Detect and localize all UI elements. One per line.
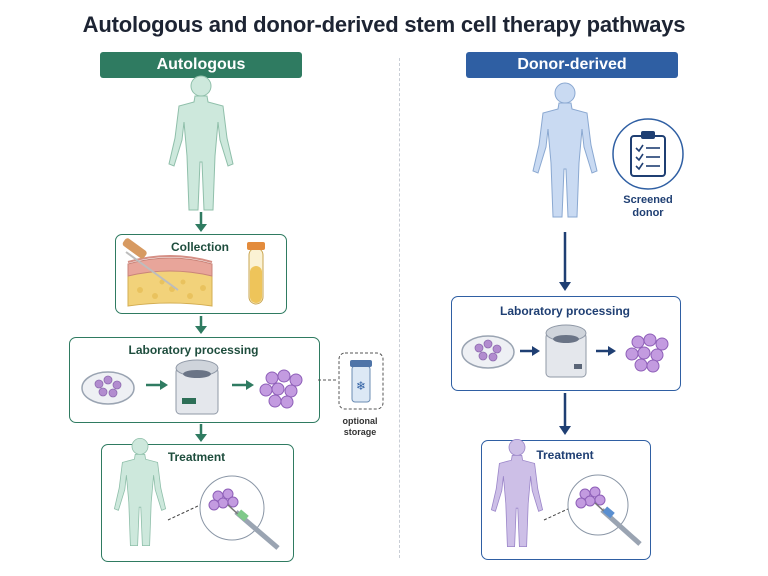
donor-injection-circle	[567, 474, 642, 546]
clipboard-icon	[612, 118, 684, 190]
donor-arrows	[559, 232, 571, 435]
screened-donor-label: Screened donor	[606, 194, 690, 220]
donor-treatment-label: Treatment	[536, 448, 594, 462]
diagram-title: Autologous and donor-derived stem cell t…	[82, 12, 686, 37]
autologous-header: Autologous	[100, 52, 302, 78]
svg-text:❄: ❄	[356, 379, 366, 393]
collection-tube-icon	[247, 242, 265, 305]
screened-line-2: donor	[632, 207, 664, 219]
cryo-vial-icon: ❄	[338, 352, 384, 410]
donor-treatment-patient	[490, 438, 543, 547]
column-divider	[399, 58, 400, 558]
optional-storage-label: optional storage	[330, 416, 390, 438]
autologous-treatment-patient	[114, 437, 167, 546]
collection-syringe-icon	[122, 238, 179, 291]
screened-line-1: Screened	[623, 194, 673, 206]
donor-lab-label: Laboratory processing	[499, 304, 631, 318]
centrifuge-icon	[175, 359, 219, 415]
donor-derived-header: Donor-derived	[466, 52, 678, 78]
donor-petri-dish-icon	[461, 335, 515, 369]
autologous-arrows	[195, 212, 207, 442]
donor-figure	[532, 82, 598, 218]
collection-label: Collection	[170, 240, 229, 254]
autologous-treatment-label: Treatment	[167, 450, 226, 464]
lab-arrows-donor	[520, 346, 616, 356]
autologous-injection-circle	[199, 475, 280, 550]
lab-arrows-autologous	[146, 380, 254, 390]
petri-dish-icon	[81, 371, 135, 405]
autologous-lab-label: Laboratory processing	[128, 343, 259, 357]
autologous-patient-figure	[168, 75, 234, 211]
stem-cell-cluster-icon	[259, 369, 303, 409]
storage-line-1: optional	[342, 416, 378, 426]
donor-centrifuge-icon	[545, 324, 587, 378]
storage-line-2: storage	[343, 427, 377, 437]
donor-stem-cell-cluster-icon	[625, 333, 669, 373]
